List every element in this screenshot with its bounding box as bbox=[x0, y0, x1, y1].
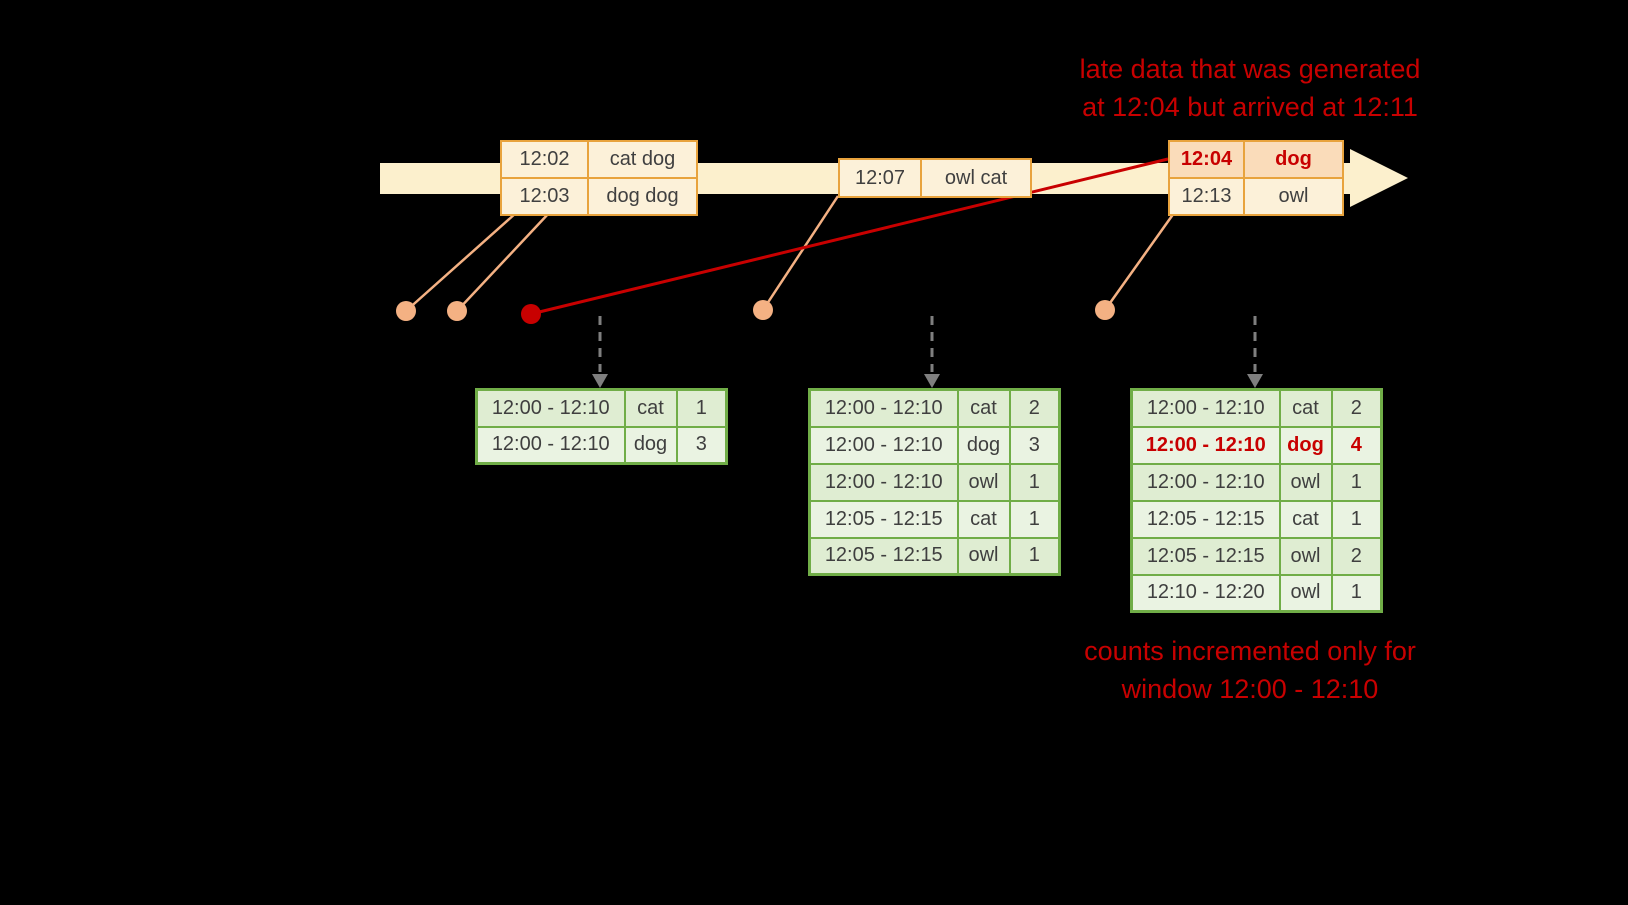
window-cell: 12:00 - 12:10 bbox=[1130, 425, 1281, 465]
window-cell: 12:00 - 12:10 bbox=[475, 388, 626, 428]
word-cell: owl bbox=[956, 462, 1011, 502]
late-data-annotation-line1: late data that was generated bbox=[1079, 54, 1421, 84]
word-cell: cat bbox=[956, 499, 1011, 539]
event-words-cell: dog bbox=[1243, 140, 1344, 179]
trigger-arrowhead-icon bbox=[924, 374, 940, 388]
count-cell: 4 bbox=[1330, 425, 1383, 465]
result-row: 12:00 - 12:10 cat 2 bbox=[808, 388, 1061, 428]
window-cell: 12:05 - 12:15 bbox=[808, 536, 959, 576]
event-time-cell: 12:07 bbox=[838, 158, 922, 198]
trigger-arrows bbox=[592, 316, 1263, 388]
word-cell: cat bbox=[1278, 499, 1333, 539]
event-row: 12:13 owl bbox=[1168, 177, 1344, 216]
event-row: 12:03 dog dog bbox=[500, 177, 698, 216]
event-words-cell: dog dog bbox=[587, 177, 698, 216]
word-cell: cat bbox=[956, 388, 1011, 428]
result-row: 12:05 - 12:15 cat 1 bbox=[808, 499, 1061, 539]
event-dot bbox=[753, 300, 773, 320]
counts-annotation-line1: counts incremented only for bbox=[1084, 636, 1416, 666]
trigger-arrowhead-icon bbox=[592, 374, 608, 388]
window-cell: 12:00 - 12:10 bbox=[808, 425, 959, 465]
event-words-cell: owl bbox=[1243, 177, 1344, 216]
count-cell: 1 bbox=[1330, 499, 1383, 539]
window-cell: 12:05 - 12:15 bbox=[1130, 499, 1281, 539]
event-dot bbox=[396, 301, 416, 321]
result-row: 12:00 - 12:10 owl 1 bbox=[808, 462, 1061, 502]
counts-annotation-line2: window 12:00 - 12:10 bbox=[1121, 674, 1379, 704]
count-cell: 2 bbox=[1008, 388, 1061, 428]
result-row: 12:00 - 12:10 dog 3 bbox=[475, 425, 728, 465]
late-event-row: 12:04 dog bbox=[1168, 140, 1344, 179]
result-row: 12:00 - 12:10 cat 1 bbox=[475, 388, 728, 428]
result-table-2: 12:00 - 12:10 cat 2 12:00 - 12:10 dog 3 … bbox=[808, 388, 1061, 576]
window-cell: 12:10 - 12:20 bbox=[1130, 573, 1281, 613]
result-row: 12:05 - 12:15 cat 1 bbox=[1130, 499, 1383, 539]
count-cell: 1 bbox=[1330, 462, 1383, 502]
window-cell: 12:00 - 12:10 bbox=[1130, 462, 1281, 502]
result-row: 12:05 - 12:15 owl 2 bbox=[1130, 536, 1383, 576]
event-dot bbox=[1095, 300, 1115, 320]
result-row: 12:00 - 12:10 owl 1 bbox=[1130, 462, 1383, 502]
late-event-dot bbox=[521, 304, 541, 324]
connector-line bbox=[405, 212, 517, 312]
event-time-cell: 12:02 bbox=[500, 140, 589, 179]
result-row: 12:10 - 12:20 owl 1 bbox=[1130, 573, 1383, 613]
late-data-annotation: late data that was generated at 12:04 bu… bbox=[1030, 50, 1470, 126]
result-row: 12:05 - 12:15 owl 1 bbox=[808, 536, 1061, 576]
word-cell: owl bbox=[1278, 536, 1333, 576]
event-box-1204: 12:04 dog 12:13 owl bbox=[1168, 140, 1344, 216]
count-cell: 1 bbox=[1330, 573, 1383, 613]
word-cell: dog bbox=[956, 425, 1011, 465]
word-cell: dog bbox=[623, 425, 678, 465]
event-time-cell: 12:13 bbox=[1168, 177, 1245, 216]
window-cell: 12:05 - 12:15 bbox=[1130, 536, 1281, 576]
event-words-cell: owl cat bbox=[920, 158, 1032, 198]
window-cell: 12:05 - 12:15 bbox=[808, 499, 959, 539]
event-words-cell: cat dog bbox=[587, 140, 698, 179]
event-dot bbox=[447, 301, 467, 321]
result-row: 12:00 - 12:10 cat 2 bbox=[1130, 388, 1383, 428]
event-box-1207: 12:07 owl cat bbox=[838, 158, 1032, 198]
late-data-line bbox=[530, 157, 1169, 316]
event-time-dots bbox=[396, 300, 1115, 324]
count-cell: 2 bbox=[1330, 388, 1383, 428]
late-data-annotation-line2: at 12:04 but arrived at 12:11 bbox=[1082, 92, 1418, 122]
word-cell: cat bbox=[1278, 388, 1333, 428]
event-time-cell: 12:04 bbox=[1168, 140, 1245, 179]
connector-line bbox=[761, 195, 840, 311]
count-cell: 2 bbox=[1330, 536, 1383, 576]
word-cell: owl bbox=[1278, 462, 1333, 502]
connector-line bbox=[456, 212, 550, 312]
count-cell: 1 bbox=[1008, 536, 1061, 576]
counts-annotation: counts incremented only for window 12:00… bbox=[1030, 632, 1470, 708]
word-cell: cat bbox=[623, 388, 678, 428]
word-cell: dog bbox=[1278, 425, 1333, 465]
event-connector-lines bbox=[405, 195, 1176, 312]
connector-line bbox=[1103, 212, 1176, 311]
event-row: 12:07 owl cat bbox=[838, 158, 1032, 198]
result-table-1: 12:00 - 12:10 cat 1 12:00 - 12:10 dog 3 bbox=[475, 388, 728, 465]
count-cell: 1 bbox=[1008, 462, 1061, 502]
count-cell: 1 bbox=[675, 388, 728, 428]
late-updated-result-row: 12:00 - 12:10 dog 4 bbox=[1130, 425, 1383, 465]
word-cell: owl bbox=[1278, 573, 1333, 613]
window-cell: 12:00 - 12:10 bbox=[475, 425, 626, 465]
window-cell: 12:00 - 12:10 bbox=[808, 388, 959, 428]
event-row: 12:02 cat dog bbox=[500, 140, 698, 179]
count-cell: 3 bbox=[1008, 425, 1061, 465]
window-cell: 12:00 - 12:10 bbox=[808, 462, 959, 502]
result-row: 12:00 - 12:10 dog 3 bbox=[808, 425, 1061, 465]
count-cell: 1 bbox=[1008, 499, 1061, 539]
result-table-3: 12:00 - 12:10 cat 2 12:00 - 12:10 dog 4 … bbox=[1130, 388, 1383, 613]
window-cell: 12:00 - 12:10 bbox=[1130, 388, 1281, 428]
trigger-arrowhead-icon bbox=[1247, 374, 1263, 388]
event-time-cell: 12:03 bbox=[500, 177, 589, 216]
event-box-1202: 12:02 cat dog 12:03 dog dog bbox=[500, 140, 698, 216]
word-cell: owl bbox=[956, 536, 1011, 576]
count-cell: 3 bbox=[675, 425, 728, 465]
